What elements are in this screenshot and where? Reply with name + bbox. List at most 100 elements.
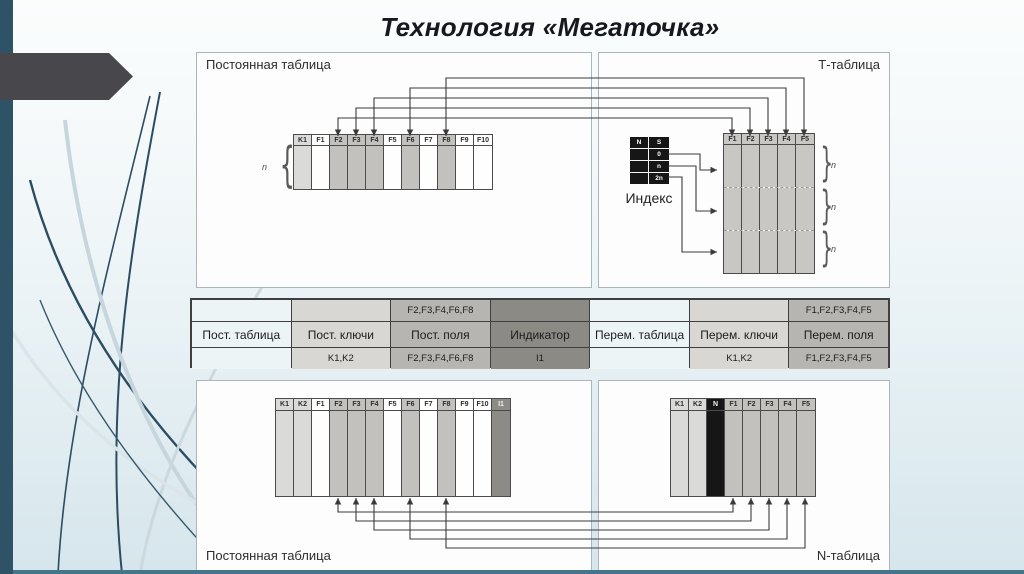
body-col: [474, 146, 492, 189]
section-brace: }: [820, 225, 834, 271]
body-col: [689, 411, 707, 496]
map-cell: [192, 300, 291, 321]
t-table-label: Т-таблица: [818, 57, 880, 72]
col-header: F3: [760, 134, 778, 144]
map-cell: K1,K2: [689, 348, 789, 369]
body-col: [384, 411, 402, 496]
body-col: [420, 146, 438, 189]
col-header: F2: [330, 135, 348, 145]
body-col: [778, 231, 796, 273]
index-cell: [630, 173, 648, 184]
col-header: F5: [384, 399, 402, 410]
t-table-diagram: F1 F2 F3 F4 F5: [723, 133, 815, 274]
permanent-table-body: [293, 146, 493, 190]
section-brace: }: [820, 183, 834, 229]
index-header: N: [630, 137, 648, 148]
body-col: [348, 411, 366, 496]
col-header: F5: [384, 135, 402, 145]
body-col: [312, 146, 330, 189]
col-header: I1: [492, 399, 510, 410]
map-cell: [590, 348, 689, 369]
index-cell: [630, 161, 648, 172]
decorative-arrow-shape: [0, 53, 133, 100]
col-header: F8: [438, 135, 456, 145]
t-table-section: [724, 187, 814, 230]
body-col: [760, 231, 778, 273]
col-header: F8: [438, 399, 456, 410]
col-header: F4: [366, 399, 384, 410]
map-cell: [490, 300, 590, 321]
map-cell: I1: [490, 348, 590, 369]
body-col: [402, 411, 420, 496]
permanent-table-diagram: K1 F1 F2 F3 F4 F5 F6 F7 F8 F9 F10: [293, 134, 493, 190]
permanent-table-header-row: K1 F1 F2 F3 F4 F5 F6 F7 F8 F9 F10: [293, 134, 493, 146]
body-col: [330, 411, 348, 496]
map-cell: F2,F3,F4,F6,F8: [391, 300, 490, 321]
map-col-label: Перем. таблица: [590, 322, 689, 347]
map-col-label: Перем. поля: [789, 322, 888, 347]
n-table-label: N-таблица: [816, 548, 880, 563]
body-col: [743, 411, 761, 496]
body-col: [330, 146, 348, 189]
col-header: F4: [778, 134, 796, 144]
map-cell: F1,F2,F3,F4,F5: [789, 348, 888, 369]
body-col: [796, 231, 814, 273]
body-col: [724, 188, 742, 230]
body: [670, 411, 816, 497]
section-count-label: n: [831, 160, 837, 170]
col-header: F10: [474, 399, 492, 410]
body-col: [420, 411, 438, 496]
map-col-label: Пост. поля: [391, 322, 490, 347]
col-header: F2: [330, 399, 348, 410]
map-col-label: Пост. ключи: [291, 322, 391, 347]
body-col: [366, 146, 384, 189]
body-col: [366, 411, 384, 496]
col-header: F7: [420, 135, 438, 145]
index-cell: 0: [649, 149, 669, 160]
header-row: K1 K2 N F1 F2 F3 F4 F5: [670, 398, 816, 411]
body-col: [294, 146, 312, 189]
col-header: K1: [671, 399, 689, 410]
col-header: F4: [366, 135, 384, 145]
map-cell: [291, 300, 391, 321]
col-header: F10: [474, 135, 492, 145]
body-col: [384, 146, 402, 189]
map-cell: K1,K2: [291, 348, 391, 369]
n-table-diagram: K1 K2 N F1 F2 F3 F4 F5: [670, 398, 816, 497]
body-col: [438, 146, 456, 189]
body-col: [742, 188, 760, 230]
permanent-table-full-diagram: K1 K2 F1 F2 F3 F4 F5 F6 F7 F8 F9 F10 I1: [275, 398, 511, 497]
body-col: [402, 146, 420, 189]
section-count-label: n: [831, 202, 837, 212]
map-cell: [689, 300, 789, 321]
body: [275, 411, 511, 497]
t-table-header-row: F1 F2 F3 F4 F5: [723, 133, 815, 145]
map-cell: [590, 300, 689, 321]
body-col: [724, 231, 742, 273]
permanent-table-label-top: Постоянная таблица: [206, 57, 331, 72]
permanent-table-label-bottom: Постоянная таблица: [206, 548, 331, 563]
section-count-label: n: [831, 244, 837, 254]
index-cell: 2n: [649, 173, 669, 184]
body-col: [276, 411, 294, 496]
bottom-accent-strip: [0, 570, 1024, 574]
col-header: N: [707, 399, 725, 410]
header-row: K1 K2 F1 F2 F3 F4 F5 F6 F7 F8 F9 F10 I1: [275, 398, 511, 411]
body-col: [707, 411, 725, 496]
col-header: F2: [742, 134, 760, 144]
body-col: [438, 411, 456, 496]
col-header: F1: [724, 134, 742, 144]
body-col: [760, 188, 778, 230]
col-header: K2: [294, 399, 312, 410]
body-col: [312, 411, 330, 496]
col-header: F6: [402, 399, 420, 410]
slide-title: Технология «Мегаточка»: [380, 12, 720, 42]
body-col: [294, 411, 312, 496]
body-col: [796, 145, 814, 187]
body-col: [761, 411, 779, 496]
index-cell: [630, 149, 648, 160]
body-col: [742, 145, 760, 187]
map-col-label: Перем. ключи: [689, 322, 789, 347]
col-header: F5: [797, 399, 815, 410]
